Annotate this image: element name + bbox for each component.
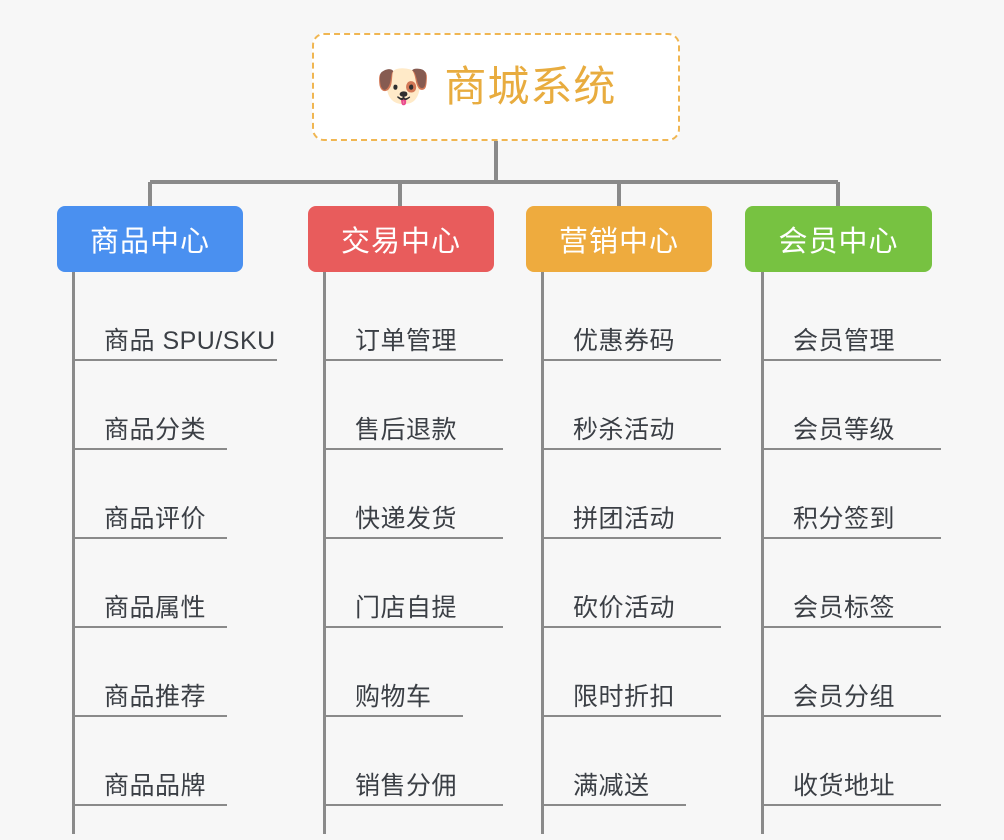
leaf-item-label: 秒杀活动 <box>573 415 676 444</box>
leaf-item[interactable]: 拼团活动 <box>541 450 721 539</box>
leaf-column-member-center: 会员管理会员等级积分签到会员标签会员分组收货地址 <box>761 272 1004 834</box>
dog-face-icon: 🐶 <box>375 62 431 111</box>
leaf-item[interactable]: 商品属性 <box>72 539 227 628</box>
leaf-item-label: 会员标签 <box>793 593 896 622</box>
category-box-marketing-center[interactable]: 营销中心 <box>526 206 712 272</box>
leaf-column-trade-center: 订单管理售后退款快递发货门店自提购物车销售分佣 <box>323 272 583 834</box>
leaf-item-label: 销售分佣 <box>355 771 458 800</box>
leaf-item[interactable]: 积分签到 <box>761 450 941 539</box>
leaf-item-label: 积分签到 <box>793 504 896 533</box>
leaf-item[interactable]: 优惠券码 <box>541 272 721 361</box>
column-spine <box>72 272 75 834</box>
leaf-item[interactable]: 订单管理 <box>323 272 503 361</box>
leaf-item[interactable]: 门店自提 <box>323 539 503 628</box>
leaf-item[interactable]: 会员等级 <box>761 361 941 450</box>
category-box-product-center[interactable]: 商品中心 <box>57 206 243 272</box>
column-spine <box>761 272 764 834</box>
leaf-item-label: 拼团活动 <box>573 504 676 533</box>
leaf-item-label: 快递发货 <box>355 504 458 533</box>
leaf-item-label: 商品分类 <box>104 415 207 444</box>
leaf-item[interactable]: 商品品牌 <box>72 717 227 806</box>
leaf-item[interactable]: 砍价活动 <box>541 539 721 628</box>
leaf-item[interactable]: 秒杀活动 <box>541 361 721 450</box>
root-node[interactable]: 🐶 商城系统 <box>312 33 680 141</box>
category-label: 会员中心 <box>778 226 899 258</box>
leaf-item-label: 收货地址 <box>793 771 896 800</box>
leaf-item[interactable]: 限时折扣 <box>541 628 721 717</box>
category-box-member-center[interactable]: 会员中心 <box>745 206 932 272</box>
leaf-item-label: 满减送 <box>573 771 650 800</box>
leaf-column-product-center: 商品 SPU/SKU 商品分类商品评价商品属性商品推荐商品品牌 <box>72 272 332 834</box>
leaf-item-label: 优惠券码 <box>573 326 676 355</box>
leaf-item[interactable]: 商品分类 <box>72 361 227 450</box>
leaf-item-label: 售后退款 <box>355 415 458 444</box>
category-label: 交易中心 <box>340 226 461 258</box>
leaf-item[interactable]: 快递发货 <box>323 450 503 539</box>
leaf-item-label: 商品品牌 <box>104 771 207 800</box>
category-box-trade-center[interactable]: 交易中心 <box>308 206 494 272</box>
leaf-item-label: 商品 SPU/SKU <box>104 326 276 355</box>
category-label: 商品中心 <box>89 226 210 258</box>
leaf-item[interactable]: 会员分组 <box>761 628 941 717</box>
leaf-item-label: 会员管理 <box>793 326 896 355</box>
leaf-item[interactable]: 售后退款 <box>323 361 503 450</box>
leaf-item-label: 砍价活动 <box>573 593 676 622</box>
leaf-item[interactable]: 商品推荐 <box>72 628 227 717</box>
leaf-item[interactable]: 购物车 <box>323 628 463 717</box>
leaf-item[interactable]: 商品 SPU/SKU <box>72 272 277 361</box>
leaf-item[interactable]: 会员标签 <box>761 539 941 628</box>
leaf-item[interactable]: 销售分佣 <box>323 717 503 806</box>
leaf-item-label: 订单管理 <box>355 326 458 355</box>
leaf-item-label: 限时折扣 <box>573 682 676 711</box>
leaf-item[interactable]: 满减送 <box>541 717 686 806</box>
leaf-item-label: 购物车 <box>355 682 432 711</box>
leaf-item-label: 商品评价 <box>104 504 207 533</box>
leaf-item-label: 商品推荐 <box>104 682 207 711</box>
column-spine <box>323 272 326 834</box>
column-spine <box>541 272 544 834</box>
root-title: 商城系统 <box>444 63 617 110</box>
leaf-item-label: 会员等级 <box>793 415 896 444</box>
leaf-item-label: 门店自提 <box>355 593 458 622</box>
leaf-column-marketing-center: 优惠券码秒杀活动拼团活动砍价活动限时折扣满减送 <box>541 272 801 834</box>
leaf-item[interactable]: 收货地址 <box>761 717 941 806</box>
leaf-item[interactable]: 会员管理 <box>761 272 941 361</box>
leaf-item[interactable]: 商品评价 <box>72 450 227 539</box>
leaf-item-label: 会员分组 <box>793 682 896 711</box>
leaf-item-label: 商品属性 <box>104 593 207 622</box>
category-label: 营销中心 <box>558 226 679 258</box>
